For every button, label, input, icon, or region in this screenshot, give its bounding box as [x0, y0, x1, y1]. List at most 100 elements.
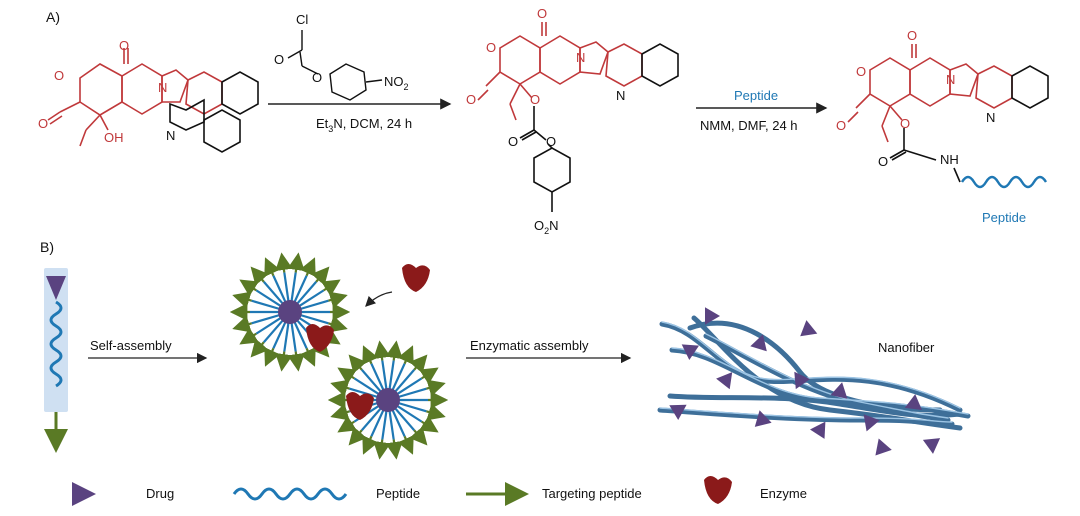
prod-o-ring: O	[856, 64, 866, 79]
int-o2n: O2N	[534, 218, 559, 236]
nanofiber-drug-icon	[875, 438, 892, 456]
product-structure	[847, 44, 1013, 143]
legend-enzyme-label: Enzyme	[760, 486, 807, 501]
int-o-ring: O	[486, 40, 496, 55]
legend-enzyme-icon	[704, 476, 732, 504]
intermediate-aromatics	[519, 43, 679, 212]
prod-o-ester: O	[900, 116, 910, 131]
micelle-1	[229, 252, 351, 372]
micelle-targeting-arrow	[409, 354, 428, 374]
micelle-peptide-strand	[297, 299, 329, 311]
micelle-peptide-strand	[370, 363, 386, 394]
int-o-aryl: O	[546, 134, 556, 149]
reagent-chloroformate	[287, 30, 383, 101]
int-o-carbonyl: O	[508, 134, 518, 149]
micelle-targeting-arrow	[232, 315, 252, 333]
step1-conditions: Et3N, DCM, 24 h	[316, 116, 412, 134]
micelle-peptide-strand	[262, 317, 286, 343]
nanofiber-drug-icon	[810, 421, 826, 439]
micelle-targeting-arrow	[264, 347, 281, 367]
micelle-peptide-strand	[297, 313, 329, 325]
micelle-peptide-strand	[392, 369, 416, 395]
nanofiber-drug-icon	[904, 394, 922, 410]
nanofiber-drug-markers	[669, 307, 941, 456]
micelle-targeting-arrow	[311, 266, 330, 286]
micelle-targeting-arrow	[250, 338, 269, 358]
micelle-targeting-arrow	[287, 351, 305, 372]
sm-n-quinoline: N	[166, 128, 175, 143]
sm-o-ring: O	[54, 68, 64, 83]
micelle-peptide-strand	[255, 289, 284, 309]
micelle-targeting-arrow	[239, 279, 259, 297]
micelle-peptide-strand	[390, 406, 406, 437]
micelle-targeting-arrow	[299, 347, 316, 367]
micelle-targeting-arrow	[385, 439, 403, 460]
sm-oh: OH	[104, 130, 124, 145]
sm-o-top: O	[119, 38, 129, 53]
int-o-left: O	[466, 92, 476, 107]
micelle-peptide-strand	[251, 299, 283, 311]
prod-o-top: O	[907, 28, 917, 43]
panel-b-label: B)	[40, 239, 54, 255]
micelle-targeting-arrow	[337, 415, 357, 433]
reagent-o-ether: O	[312, 70, 322, 85]
micelle-peptide-strand	[349, 387, 381, 399]
reagent-cl: Cl	[296, 12, 308, 27]
micelle-targeting-arrow	[239, 327, 259, 345]
micelle-targeting-arrow	[299, 257, 316, 277]
legend-peptide-icon	[232, 487, 348, 501]
legend-peptide-label: Peptide	[376, 486, 420, 501]
micelle-peptide-strand	[251, 313, 283, 325]
nanofiber-bundle	[657, 315, 971, 431]
micelle-peptide-strand	[370, 406, 386, 437]
enzyme-free	[402, 264, 430, 292]
micelle-targeting-arrow	[330, 379, 350, 397]
reagent-no2: NO2	[384, 74, 409, 92]
enzymatic-assembly-label: Enzymatic assembly	[470, 338, 589, 353]
micelle-targeting-arrow	[385, 340, 403, 361]
micelle-targeting-arrow	[275, 252, 293, 273]
camptothecin-quinoline-benzo	[169, 98, 241, 153]
micelle-peptide-strand	[394, 377, 423, 397]
step2-conditions: NMM, DMF, 24 h	[700, 118, 798, 133]
micelle-peptide-strand	[290, 319, 297, 352]
micelle-peptide-strand	[388, 407, 395, 440]
nanofiber-drug-icon	[830, 382, 848, 399]
micelle-targeting-arrow	[397, 345, 414, 365]
micelle-peptide-strand	[360, 369, 384, 395]
nanofiber-drug-icon	[863, 414, 880, 432]
enzyme-bound-2	[346, 392, 374, 420]
micelle-peptide-strand	[296, 289, 325, 309]
int-o-top: O	[537, 6, 547, 21]
micelle-peptide-strand	[390, 363, 406, 394]
nanofiber-drug-icon	[750, 334, 767, 352]
micelle-targeting-arrow	[362, 345, 379, 365]
nanofiber-drug-icon	[754, 410, 772, 427]
micelle-targeting-arrow	[337, 367, 357, 385]
micelle-targeting-arrow	[409, 426, 428, 446]
nanofiber-drug-icon	[800, 320, 818, 337]
nanofiber-drug-icon	[794, 371, 810, 390]
micelle-drug-core	[278, 300, 302, 324]
int-n-quinoline: N	[616, 88, 625, 103]
micelle-peptide-strand	[272, 275, 288, 306]
micelle-targeting-arrow	[232, 291, 252, 309]
micelle-targeting-arrow	[419, 367, 439, 385]
product-peptide-chain	[960, 175, 1048, 189]
micelle-peptide-strand	[290, 272, 297, 305]
nanofiber-drug-icon	[716, 372, 733, 390]
micelle-peptide-strand	[394, 403, 423, 423]
product-aromatics	[889, 65, 1049, 183]
enzyme-bound-1	[306, 324, 334, 352]
micelle-targeting-arrow	[330, 403, 350, 421]
micelle-peptide-strand	[395, 387, 427, 399]
micelle-peptide-strand	[395, 401, 427, 413]
micelle-targeting-arrow	[373, 439, 391, 460]
micelle-targeting-arrow	[426, 403, 446, 421]
legend-drug-label: Drug	[146, 486, 174, 501]
micelle-targeting-arrow	[373, 340, 391, 361]
self-assembly-label: Self-assembly	[90, 338, 172, 353]
micelle-targeting-arrow	[397, 435, 414, 455]
micelle-peptide-strand	[360, 405, 384, 431]
prod-o-carbonyl: O	[878, 154, 888, 169]
